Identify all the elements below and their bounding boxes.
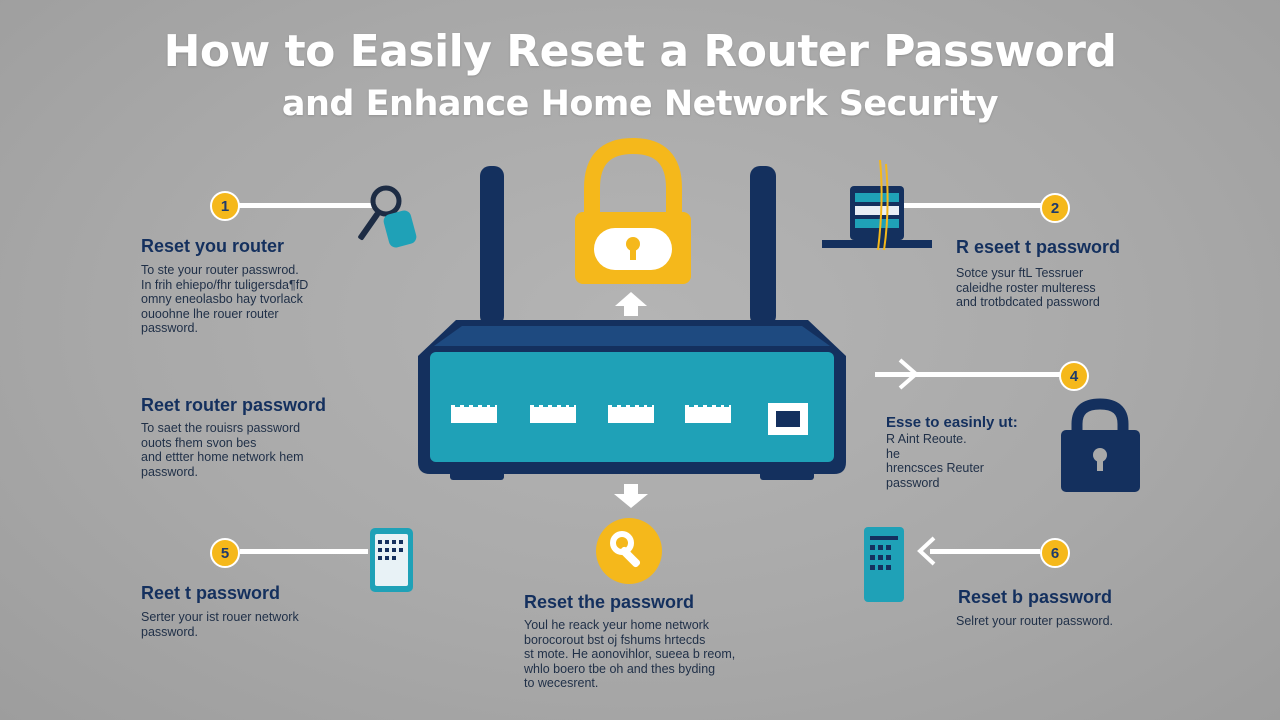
router-icon	[418, 320, 846, 480]
connector-step-1	[236, 203, 376, 208]
step-1-line: omny eneolasbo hay tvorlack	[141, 292, 303, 306]
connector-arrow-6	[917, 536, 936, 566]
step-badge-4: 4	[1059, 361, 1089, 391]
step-3-line: To saet the rouisrs password	[141, 421, 301, 435]
wrench-icon	[596, 518, 662, 584]
step-2-line: Sotce ysur ftL Tessruer	[956, 266, 1084, 280]
center-step-body: Youl he reack yeur home network borocoro…	[524, 618, 735, 691]
center-step-line: st mote. He aonovihlor, sueea b reom,	[524, 647, 736, 661]
step-1-line: password.	[141, 321, 198, 335]
step-4-line: hrencsces Reuter	[886, 461, 984, 475]
step-badge-2: 2	[1040, 193, 1070, 223]
step-6-body: Selret your router password.	[956, 614, 1113, 629]
step-2-heading: R eseet t password	[956, 237, 1121, 257]
connector-arrow-4	[898, 358, 920, 390]
page-subtitle: and Enhance Home Network Security	[281, 84, 999, 124]
step-2-line: and trotbdcated password	[956, 295, 1100, 309]
step-1-line: To ste your router passwrod.	[141, 263, 299, 277]
top-padlock-icon	[575, 137, 691, 284]
step-2-body: Sotce ysur ftL Tessruer caleidhe roster …	[956, 266, 1100, 310]
server-icon	[822, 159, 932, 251]
left-antenna	[480, 166, 504, 326]
step-badge-6: 6	[1040, 538, 1070, 568]
step-3-body: To saet the rouisrs password ouots fhem …	[141, 421, 304, 479]
key-icon	[358, 185, 417, 248]
step-badge-1: 1	[210, 191, 240, 221]
page-title: How to Easily Reset a Router Password	[163, 26, 1117, 77]
step-4-line: password	[886, 475, 940, 490]
step-1-line: In frih ehiepo/fhr tuligersda¶fD	[141, 277, 309, 292]
padlock-icon	[1061, 398, 1140, 492]
step-4-body: R Aint Reoute. he hrencsces Reuter passw…	[886, 432, 984, 490]
up-arrow-icon	[615, 292, 647, 316]
step-1-heading: Reset you router	[141, 236, 285, 256]
step-6-heading: Reset b password	[958, 587, 1113, 607]
remote-icon	[864, 527, 904, 602]
center-step-line: Youl he reack yeur home network	[524, 618, 710, 632]
step-4-line: he	[886, 446, 900, 461]
center-step-line: borocorout bst oj fshums hrtecds	[524, 632, 706, 647]
connector-step-5	[240, 549, 368, 554]
step-4-heading: Esse to easinly ut:	[886, 414, 1018, 431]
phone-icon	[370, 528, 413, 592]
step-3-line: ouots fhem svon bes	[141, 435, 257, 450]
step-2-line: caleidhe roster multeress	[956, 280, 1096, 295]
step-badge-5: 5	[210, 538, 240, 568]
center-step-line: whlo boero tbe oh and thes byding	[524, 661, 716, 676]
step-4-line: R Aint Reoute.	[886, 432, 967, 446]
connector-step-2	[900, 203, 1042, 208]
connector-step-4	[875, 372, 1061, 377]
step-3-heading: Reet router password	[141, 395, 327, 415]
step-3-line: password.	[141, 464, 198, 479]
right-antenna	[750, 166, 776, 326]
center-step-heading: Reset the password	[524, 592, 695, 612]
step-5-line: password.	[141, 624, 198, 639]
step-3-line: and ettter home network hem	[141, 450, 304, 464]
down-arrow-icon	[614, 484, 648, 508]
step-5-body: Serter your ist rouer network password.	[141, 610, 299, 639]
step-1-line: ouoohne lhe rouer router	[141, 306, 279, 321]
step-6-line: Selret your router password.	[956, 614, 1114, 628]
connector-step-6	[930, 549, 1040, 554]
step-5-heading: Reet t password	[141, 583, 281, 603]
step-5-line: Serter your ist rouer network	[141, 610, 299, 624]
center-step-line: to wecesrent.	[524, 676, 599, 690]
step-1-body: To ste your router passwrod. In frih ehi…	[141, 263, 308, 336]
